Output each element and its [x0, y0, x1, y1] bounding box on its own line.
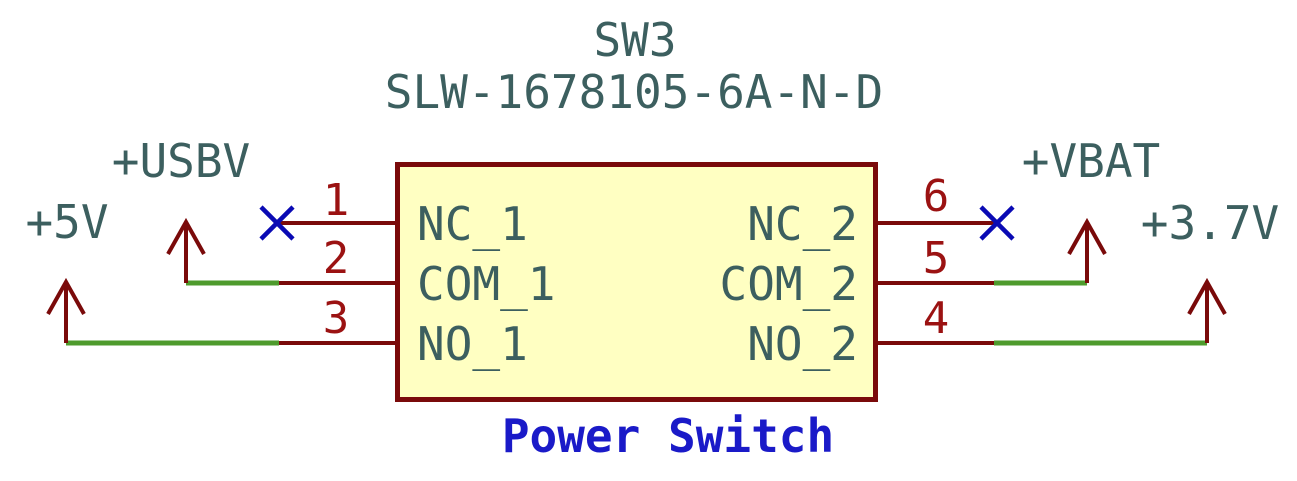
power-label-5v[interactable]: +5V [25, 195, 109, 249]
component-description-label[interactable]: Power Switch [501, 409, 835, 463]
power-symbol-usbv-arrow[interactable] [166, 217, 206, 283]
component-value[interactable]: SLW-1678105-6A-N-D [384, 65, 884, 119]
no-connect-x-pin6[interactable] [979, 205, 1015, 241]
pin-name-nc2[interactable]: NC_2 [747, 197, 858, 251]
power-symbol-vbat-arrow[interactable] [1067, 217, 1107, 283]
pin-name-com2[interactable]: COM_2 [719, 257, 858, 311]
pin-number-5[interactable]: 5 [922, 233, 950, 284]
pin-number-4[interactable]: 4 [922, 293, 950, 344]
pin-name-no2[interactable]: NO_2 [747, 317, 858, 371]
pin-name-com1[interactable]: COM_1 [417, 257, 556, 311]
reference-designator[interactable]: SW3 [593, 13, 677, 67]
power-label-usbv[interactable]: +USBV [111, 134, 251, 188]
pin-number-3[interactable]: 3 [322, 293, 350, 344]
pin-number-6[interactable]: 6 [922, 171, 950, 222]
switch-symbol-body[interactable] [395, 162, 878, 402]
power-label-3v7[interactable]: +3.7V [1140, 196, 1280, 250]
power-label-vbat[interactable]: +VBAT [1021, 134, 1161, 188]
pin-name-no1[interactable]: NO_1 [417, 317, 528, 371]
pin-name-nc1[interactable]: NC_1 [417, 197, 528, 251]
no-connect-x-pin1[interactable] [259, 205, 295, 241]
power-symbol-3v7-arrow[interactable] [1187, 277, 1227, 343]
pin-number-1[interactable]: 1 [322, 175, 350, 226]
pin-number-2[interactable]: 2 [322, 233, 350, 284]
power-symbol-5v-arrow[interactable] [46, 277, 86, 343]
